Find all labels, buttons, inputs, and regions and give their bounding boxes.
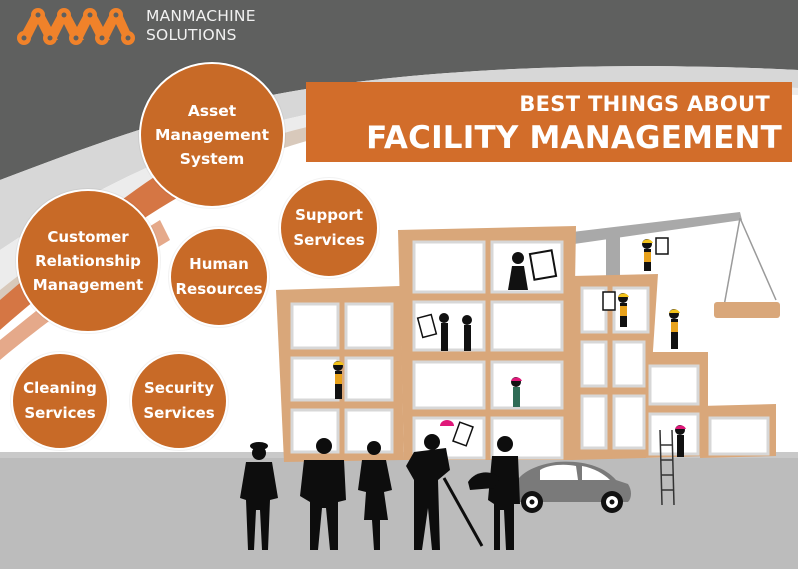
service-label: Cleaning Services [23, 379, 97, 422]
service-asset-management-system[interactable]: Asset Management System [139, 62, 285, 208]
service-customer-relationship-management[interactable]: Customer Relationship Management [16, 189, 160, 333]
brand-name: MANMACHINE SOLUTIONS [146, 7, 256, 45]
people-silhouettes [240, 420, 520, 550]
banner-subtitle: BEST THINGS ABOUT [519, 92, 770, 116]
service-human-resources[interactable]: Human Resources [169, 227, 269, 327]
worker-figures [333, 237, 686, 506]
service-cleaning-services[interactable]: Cleaning Services [11, 352, 109, 450]
service-label: Asset Management System [154, 102, 270, 168]
car-icon [512, 461, 631, 513]
title-banner: BEST THINGS ABOUT FACILITY MANAGEMENT [306, 82, 792, 162]
banner-title: FACILITY MANAGEMENT [366, 120, 782, 156]
brand-name-line1: MANMACHINE [146, 7, 256, 25]
service-support-services[interactable]: Support Services [279, 178, 379, 278]
service-label: Customer Relationship Management [32, 228, 144, 294]
service-label: Human Resources [175, 255, 263, 298]
chain-link-icon [17, 8, 135, 45]
service-label: Support Services [293, 206, 365, 249]
brand-name-line2: SOLUTIONS [146, 26, 237, 44]
brand-logo[interactable]: MANMACHINE SOLUTIONS [14, 6, 256, 46]
crane-icon [572, 212, 780, 318]
service-security-services[interactable]: Security Services [130, 352, 228, 450]
service-label: Security Services [143, 379, 215, 422]
